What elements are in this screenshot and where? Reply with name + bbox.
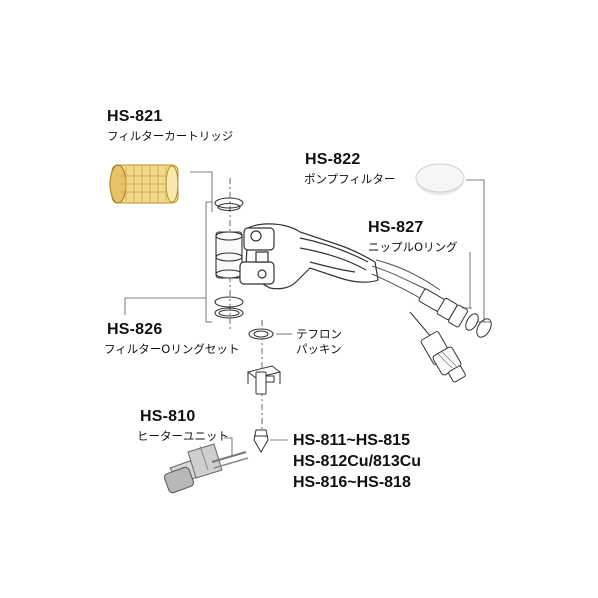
hs810-leader-line	[224, 437, 233, 456]
hs822-name: ポンプフィルター	[304, 172, 396, 186]
hs822-code: HS-822	[305, 151, 361, 168]
hs810-code: HS-810	[140, 408, 196, 425]
pump-body-image	[239, 223, 379, 290]
nipple-fitting-image	[418, 288, 492, 338]
nozzle-tip-image	[253, 429, 269, 453]
hs821-leader-line	[190, 171, 213, 212]
hs826-leader-line	[124, 201, 212, 323]
filter-cartridge-image	[109, 164, 179, 204]
hs826-code: HS-826	[107, 321, 163, 338]
hs810-name: ヒーターユニット	[137, 429, 229, 443]
nipple-adapter-image	[409, 311, 466, 383]
hs821-name: フィルターカートリッジ	[107, 129, 234, 143]
nozzle-code-line1: HS-811~HS-815	[293, 432, 410, 449]
teflon-packing-image	[248, 328, 274, 340]
heater-connector-image	[246, 365, 282, 395]
nozzle-code-line3: HS-816~HS-818	[293, 474, 411, 491]
hs827-name: ニップルOリング	[368, 240, 458, 254]
nozzle-code-line2: HS-812Cu/813Cu	[293, 453, 422, 470]
filter-stack	[214, 197, 244, 319]
hs822-leader-line	[466, 179, 490, 323]
hs827-leader-line	[462, 252, 472, 309]
hs821-code: HS-821	[107, 108, 163, 125]
teflon-label-line1: テフロン	[296, 327, 342, 341]
pump-filter-image	[415, 163, 465, 195]
teflon-label-line2: パッキン	[296, 342, 342, 356]
air-tube	[371, 259, 441, 299]
hs826-name: フィルターOリングセット	[104, 342, 240, 356]
hs827-code: HS-827	[368, 219, 424, 236]
nozzle-codes: HS-811~HS-815 HS-812Cu/813Cu HS-816~HS-8…	[293, 430, 421, 493]
heater-unit-image	[163, 443, 249, 494]
